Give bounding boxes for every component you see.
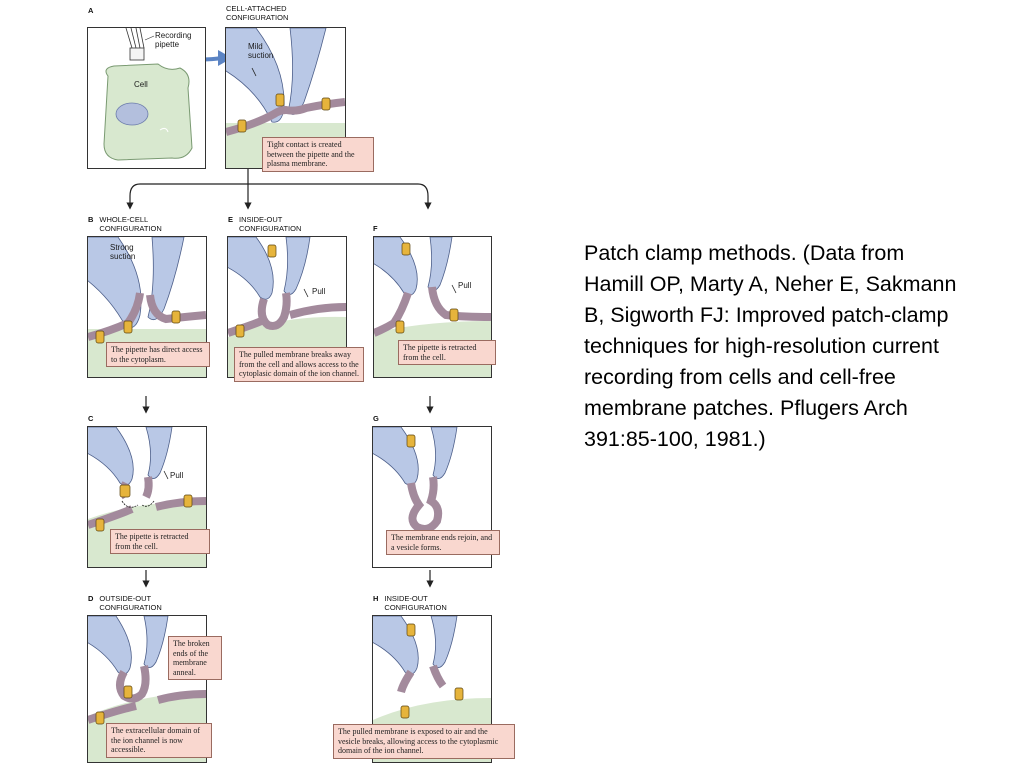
- ion-channel: [449, 308, 459, 322]
- figure-caption: Patch clamp methods. (Data from Hamill O…: [584, 241, 957, 451]
- cell-label: Cell: [134, 80, 148, 89]
- ion-channel: [395, 320, 405, 334]
- pull-label-c: Pull: [170, 471, 184, 480]
- pipette-right-wall: [283, 237, 311, 295]
- ion-channel: [235, 324, 245, 338]
- ion-channel: [183, 494, 193, 508]
- pulled-membrane: [257, 292, 291, 330]
- ion-channel: [119, 484, 131, 498]
- ion-channel: [123, 685, 133, 699]
- ion-channel: [95, 711, 105, 725]
- anneal-arrows: [121, 500, 155, 508]
- recording-pipette-tip: [129, 47, 145, 61]
- callout-tight-contact: Tight contact is created between the pip…: [262, 137, 374, 172]
- panel-g-letter: G: [373, 414, 379, 423]
- strong-suction-label: Strong suction: [110, 243, 136, 261]
- pulled-membrane: [374, 291, 412, 337]
- callout-direct-access: The pipette has direct access to the cyt…: [106, 342, 210, 367]
- ion-channel: [123, 320, 133, 334]
- mild-suction-label: Mild suction: [248, 42, 274, 60]
- plasma-membrane: [88, 505, 134, 529]
- pipette-left-wall: [226, 28, 285, 123]
- pulled-membrane: [428, 286, 491, 321]
- ion-channel: [95, 330, 105, 344]
- panel-cell-attached-title: CELL-ATTACHED CONFIGURATION: [226, 4, 289, 22]
- plasma-membrane: [88, 702, 137, 724]
- vesicle-membrane: [407, 476, 443, 533]
- branch-arrow-left: [126, 168, 249, 210]
- callout-broken-ends: The broken ends of the membrane anneal.: [168, 636, 222, 680]
- pipette-right-wall: [430, 427, 458, 479]
- panel-cell-attached: Mild suction: [225, 27, 346, 169]
- ion-channel: [321, 97, 331, 111]
- pipette-left-wall: [228, 237, 274, 300]
- panel-a-cell: Recording pipette Cell: [87, 27, 206, 169]
- ion-channel: [171, 310, 181, 324]
- pipette-right-wall: [145, 427, 173, 479]
- plasma-membrane: [288, 303, 346, 319]
- plasma-membrane: [155, 497, 206, 511]
- cell-organelle: [159, 127, 169, 133]
- annealed-membrane: [116, 665, 150, 703]
- panel-c-letter: C: [88, 414, 94, 423]
- callout-vesicle-forms: The membrane ends rejoin, and a vesicle …: [386, 530, 500, 555]
- callout-retracted-f: The pipette is retracted from the cell.: [398, 340, 496, 365]
- plasma-membrane: [226, 98, 345, 136]
- branch-arrow-right: [248, 183, 432, 210]
- panel-f-letter: F: [373, 224, 378, 233]
- ion-channel: [401, 242, 411, 256]
- ion-channel: [406, 623, 416, 637]
- pipette-right-wall: [430, 616, 458, 668]
- ion-channel: [237, 119, 247, 133]
- pipette-left-wall: [88, 616, 132, 675]
- pulled-membrane: [397, 664, 447, 694]
- ion-channel: [454, 687, 464, 701]
- callout-exposed-to-air: The pulled membrane is exposed to air an…: [333, 724, 515, 759]
- ion-channel: [400, 705, 410, 719]
- pipette-left-wall: [374, 237, 418, 296]
- callout-extracellular-domain: The extracellular domain of the ion chan…: [106, 723, 212, 758]
- pipette-right-wall: [427, 237, 453, 291]
- cell-nucleus: [115, 102, 149, 126]
- pipette-right-wall: [143, 616, 169, 668]
- plasma-membrane: [156, 690, 206, 704]
- callout-breaks-away: The pulled membrane breaks away from the…: [234, 347, 364, 382]
- ion-channel: [275, 93, 285, 107]
- plasma-membrane: [146, 294, 206, 324]
- ion-channel: [267, 244, 277, 258]
- pipette-left-wall: [88, 237, 142, 329]
- pulled-membrane: [142, 476, 153, 499]
- recording-pipette-label: Recording pipette: [155, 31, 192, 49]
- ion-channel: [95, 518, 105, 532]
- ion-channel: [406, 434, 416, 448]
- pull-label-e: Pull: [312, 287, 326, 296]
- panel-a-letter: A: [88, 6, 94, 15]
- pipette-left-wall: [88, 427, 134, 486]
- callout-retracted-c: The pipette is retracted from the cell.: [110, 529, 210, 554]
- plasma-membrane: [228, 315, 268, 337]
- pull-label-f: Pull: [458, 281, 472, 290]
